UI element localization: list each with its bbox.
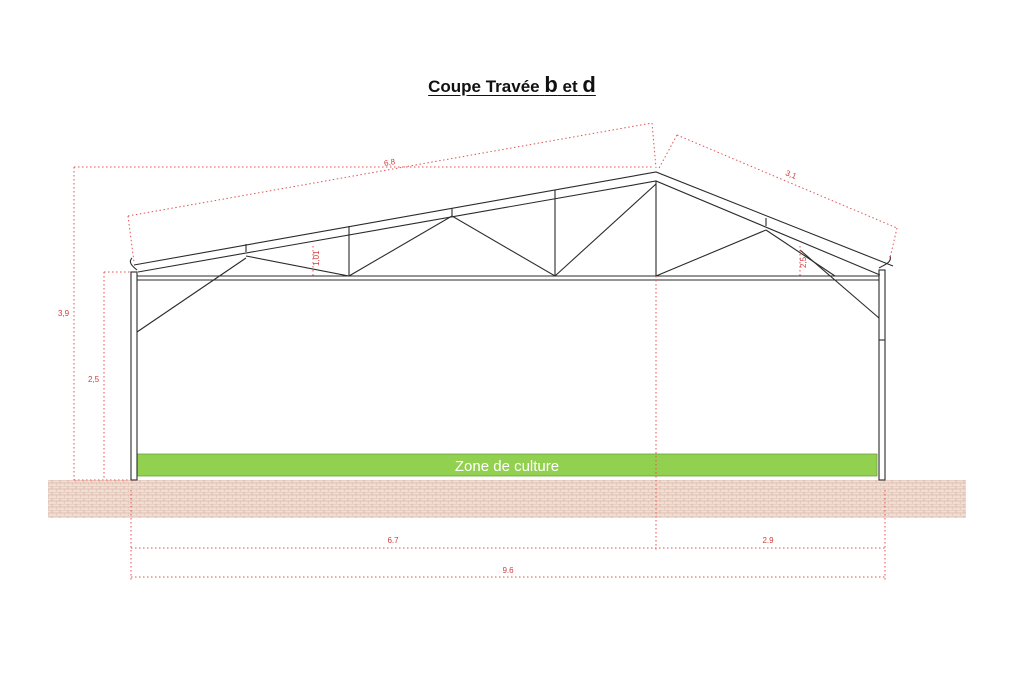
dim-span-left: 6.7 <box>387 536 399 545</box>
roof-top-chord <box>133 171 894 267</box>
ground-hatch <box>48 480 966 518</box>
growing-zone: Zone de culture <box>136 453 878 477</box>
title-letter-d: d <box>582 72 596 97</box>
right-column <box>878 269 886 481</box>
title-letter-b: b <box>544 72 558 97</box>
dimension-lines: 6,8 3,1 3,9 2,5 1,01 2,5 6.7 2.9 9.6 <box>58 122 898 580</box>
right-gutter <box>878 255 891 269</box>
web-diagonals <box>245 183 657 277</box>
dim-span-total: 9.6 <box>502 566 514 575</box>
drawing-title: Coupe Travée b et d <box>0 72 1024 98</box>
left-column <box>130 271 138 481</box>
dim-wall-height: 2,5 <box>88 375 100 384</box>
purlins <box>245 190 767 252</box>
roof-inner-chord <box>137 180 881 276</box>
dim-total-height: 3,9 <box>58 309 70 318</box>
dim-truss-left: 1,01 <box>312 250 321 266</box>
right-knee-brace <box>799 249 880 319</box>
left-gutter <box>129 257 138 271</box>
dim-roof-left: 6,8 <box>383 157 396 168</box>
dim-span-right: 2.9 <box>762 536 774 545</box>
title-et: et <box>562 77 578 96</box>
dim-roof-right: 3,1 <box>784 168 798 181</box>
right-diagonal-1 <box>655 229 767 277</box>
zone-label: Zone de culture <box>455 458 559 475</box>
left-knee-brace <box>136 257 247 333</box>
steel-structure <box>129 171 894 481</box>
right-diagonal-2 <box>765 229 836 277</box>
dim-truss-right: 2,5 <box>799 256 808 268</box>
title-text: Coupe Travée <box>428 77 540 96</box>
